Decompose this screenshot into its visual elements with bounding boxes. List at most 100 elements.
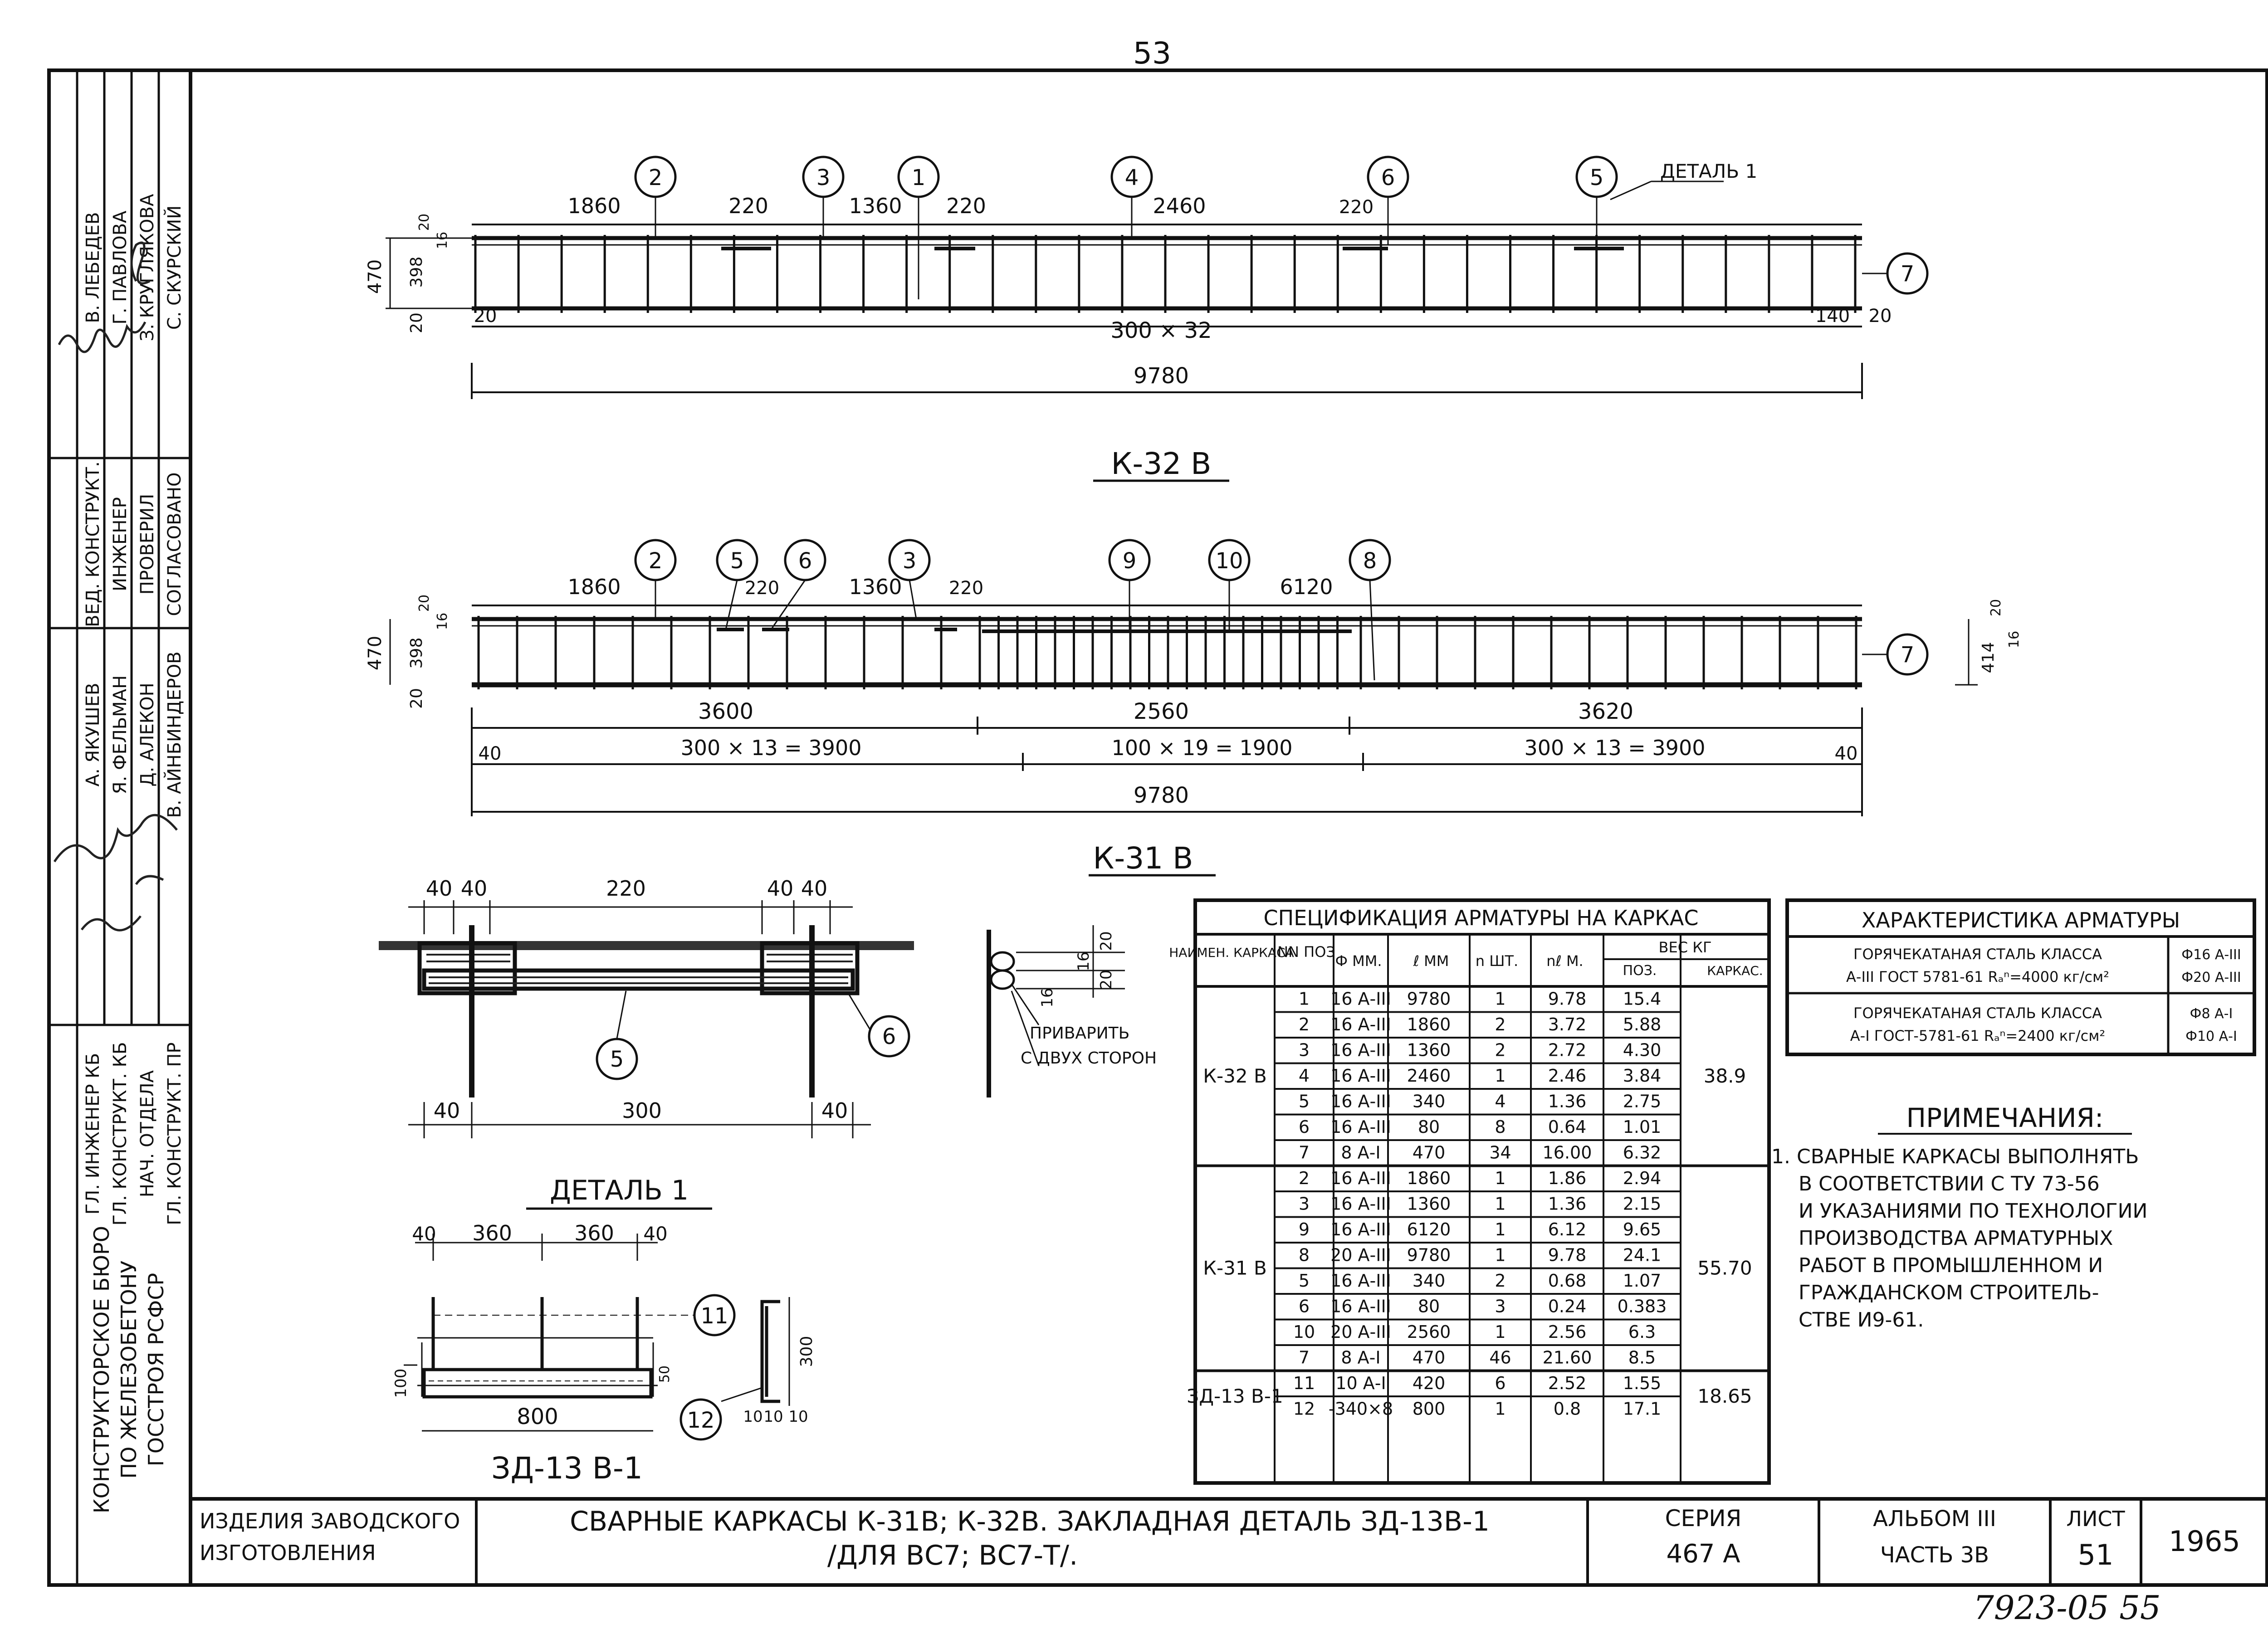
tb-category: ИЗДЕЛИЯ ЗАВОДСКОГО (200, 1509, 460, 1533)
notes-line: В СООТВЕТСТВИИ С ТУ 73-56 (1799, 1172, 2100, 1195)
spec-cell: 34 (1489, 1143, 1511, 1163)
spec-cell: 1 (1299, 989, 1310, 1009)
char-title: ХАРАКТЕРИСТИКА АРМАТУРЫ (1862, 908, 2180, 932)
stamp-name: В. ЛЕБЕДЕВ (83, 212, 103, 323)
spec-cell: 2 (1495, 1015, 1505, 1034)
spec-cell: 8 (1299, 1245, 1310, 1265)
spec-subheader: ПОЗ. (1623, 963, 1657, 979)
joint-dim: 40 (434, 1098, 460, 1123)
spec-cell: 5.88 (1623, 1015, 1662, 1034)
detail1-dim: 800 (517, 1404, 558, 1429)
k32-left-dim: 16 (435, 232, 450, 249)
spec-cell: 6 (1495, 1373, 1505, 1393)
drawing-k31: 1860 220 1360 220 6120 2 5 6 3 9 10 8 7 … (365, 539, 2022, 877)
spec-cell: 3.84 (1623, 1066, 1662, 1086)
spec-header: ℓ ММ (1413, 952, 1449, 970)
detail1-dim: 40 (412, 1223, 436, 1245)
stamp-name: Я. ФЕЛЬМАН (110, 675, 131, 794)
k32-dim: 220 (1339, 197, 1374, 218)
spec-group-total: 38.9 (1704, 1065, 1746, 1087)
joint-mark: 5 (610, 1047, 624, 1072)
tb-sheet: 51 (2078, 1538, 2114, 1571)
spec-cell: 1.36 (1548, 1194, 1587, 1214)
spec-cell: 7 (1299, 1348, 1310, 1368)
page-number: 53 (1133, 36, 1171, 71)
spec-cell: 4.30 (1623, 1040, 1662, 1060)
k32-left-dim: 20 (407, 312, 426, 333)
spec-cell: 80 (1418, 1117, 1440, 1137)
detail1-dim: 100 (392, 1369, 410, 1398)
k31-spacing: 300 × 13 = 3900 (1525, 736, 1706, 760)
spec-cell: 1 (1495, 1219, 1505, 1239)
archive-number: 7923-05 55 (1973, 1589, 2161, 1627)
spec-cell: 16.00 (1543, 1143, 1592, 1163)
stamp-name: С. СКУРСКИЙ (163, 205, 185, 330)
tb-title: /ДЛЯ ВС7; ВС7-Т/. (827, 1540, 1078, 1571)
spec-cell: 6120 (1407, 1219, 1451, 1239)
notes-line: РАБОТ В ПРОМЫШЛЕННОМ И (1799, 1254, 2103, 1277)
detail1-caption: ЗД-13 В-1 (491, 1451, 643, 1486)
spec-cell: 8 А-I (1341, 1143, 1380, 1163)
tb-series-label: СЕРИЯ (1665, 1505, 1742, 1532)
joint-dim: 40 (426, 876, 453, 901)
spec-cell: 420 (1413, 1373, 1446, 1393)
stamp-name: Д. АЛЕКОН (137, 683, 158, 786)
spec-cell: 1.07 (1623, 1271, 1662, 1291)
spec-cell: 1.55 (1623, 1373, 1662, 1393)
k31-left-dim: 470 (365, 636, 386, 670)
k32-dim: 1360 (849, 194, 902, 218)
k31-right-dim: 20 (1988, 599, 2004, 616)
spec-cell: 1360 (1407, 1040, 1451, 1060)
stamp-role: ПРОВЕРИЛ (137, 494, 158, 595)
k32-detail-label: ДЕТАЛЬ 1 (1660, 160, 1757, 182)
spec-cell: 9780 (1407, 989, 1451, 1009)
k32-mark: 4 (1125, 165, 1139, 190)
spec-cell: 4 (1299, 1066, 1310, 1086)
k31-segment: 2560 (1134, 699, 1189, 724)
spec-cell: 2.56 (1548, 1322, 1587, 1342)
k32-total: 9780 (1134, 363, 1189, 389)
spec-cell: 20 А-III (1330, 1245, 1391, 1265)
k32-mark: 5 (1590, 165, 1604, 190)
tb-category: ИЗГОТОВЛЕНИЯ (200, 1541, 376, 1565)
spec-header: nℓ М. (1546, 952, 1583, 970)
k31-mark: 5 (730, 548, 744, 574)
char-table: ХАРАКТЕРИСТИКА АРМАТУРЫ ГОРЯЧЕКАТАНАЯ СТ… (1785, 898, 2256, 1056)
k31-left-dim: 16 (435, 613, 450, 630)
k31-mark: 2 (649, 548, 663, 574)
spec-cell: 0.64 (1548, 1117, 1587, 1137)
spec-cell: 1 (1495, 1194, 1505, 1214)
spec-cell: 7 (1299, 1143, 1310, 1163)
detail1-hook-dim: 10 (763, 1408, 783, 1426)
detail-1: ДЕТАЛЬ 1 40 360 360 40 100 50 800 11 12 (392, 1175, 816, 1486)
k32-mark: 1 (912, 165, 926, 190)
spec-cell: 6.32 (1623, 1143, 1662, 1163)
spec-cell: 8 (1495, 1117, 1505, 1137)
spec-cell: 8 А-I (1341, 1348, 1380, 1368)
spec-cell: 2.46 (1548, 1066, 1587, 1086)
k31-mark: 8 (1363, 548, 1377, 574)
spec-cell: 9.78 (1548, 989, 1587, 1009)
spec-cell: 2.52 (1548, 1373, 1587, 1393)
spec-cell: 2.75 (1623, 1092, 1662, 1112)
k31-end-dim: 40 (1835, 743, 1858, 764)
spec-cell: 1.36 (1548, 1092, 1587, 1112)
weld-note: ПРИВАРИТЬ (1030, 1024, 1129, 1043)
spec-cell: 16 А-III (1330, 1219, 1391, 1239)
spec-cell: 0.68 (1548, 1271, 1587, 1291)
k31-end-dim: 40 (479, 743, 502, 764)
spec-subheader: КАРКАС. (1707, 963, 1763, 978)
notes-line: 1. СВАРНЫЕ КАРКАСЫ ВЫПОЛНЯТЬ (1771, 1145, 2139, 1168)
k32-title: К-32 В (1111, 446, 1212, 481)
k31-segment: 3620 (1578, 699, 1633, 724)
k31-left-dim: 20 (416, 595, 432, 612)
detail1-dim: 40 (643, 1223, 667, 1245)
spec-group-name: К-32 В (1203, 1065, 1267, 1087)
k31-dim: 1360 (849, 575, 902, 599)
joint-dim: 40 (801, 876, 828, 901)
k31-segment: 3600 (698, 699, 753, 724)
k31-title: К-31 В (1093, 841, 1193, 876)
joint-dim: 220 (606, 876, 646, 901)
stamp-name: В. АЙНБИНДЕРОВ (163, 651, 185, 818)
k31-mark: 6 (798, 548, 812, 574)
